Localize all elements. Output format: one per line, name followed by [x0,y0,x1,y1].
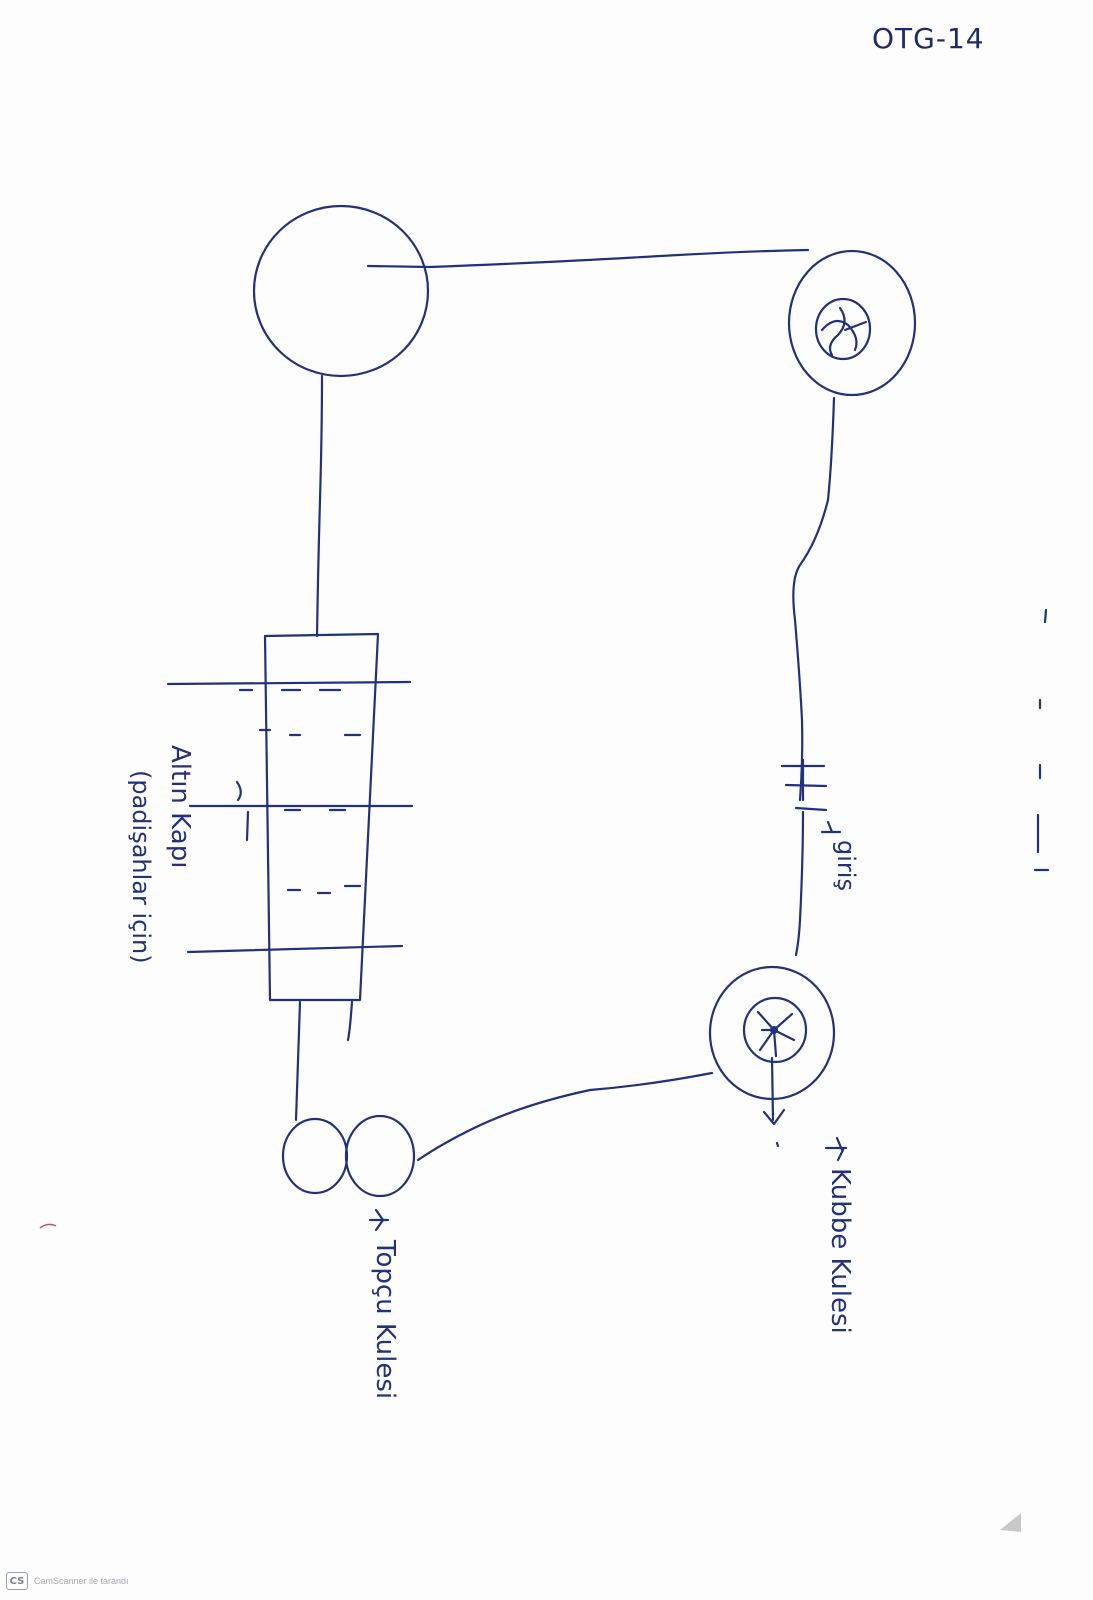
scanner-footer: CS CamScanner ile tarandı [6,1572,129,1590]
top-wall [366,248,810,269]
gate-dashes [238,688,362,895]
kubbe-arrow-icon [762,1056,786,1148]
right-wall-lower [794,810,805,957]
altin-kapi-label: Altın Kapı [165,745,195,869]
bottom-wall [416,1071,714,1162]
margin-marks [1033,608,1050,872]
rosette-icon [820,306,868,357]
scanner-text: CamScanner ile tarandı [34,1576,129,1586]
kubbe-spokes-icon [756,1010,796,1058]
page-code: OTG-14 [872,22,985,55]
giris-label: giriş [832,840,860,891]
entrance-marks [780,758,828,812]
camscanner-logo-icon: CS [6,1572,28,1590]
kubbe-kulesi-label: Kubbe Kulesi [825,1168,855,1334]
red-mark [39,1223,57,1229]
left-wall-upper [315,374,324,638]
giris-label-arrow [820,820,842,834]
tower-top-right-inner [814,297,872,361]
altin-kapi-gate [263,632,380,1002]
tower-top-right [787,249,917,397]
gate-bars [166,680,414,954]
topcu-kulesi-label: Topçu Kulesi [370,1240,400,1400]
gate-to-topcu-wall [294,1000,354,1122]
topcu-label-arrow [368,1208,390,1232]
topcu-kulesi-right [344,1114,416,1198]
kubbe-kulesi-inner [742,996,808,1064]
page-fold-corner [1000,1513,1021,1532]
kubbe-label-arrow [824,1136,848,1162]
altin-kapi-note: (padişahlar için) [127,770,155,964]
topcu-kulesi-left [281,1117,349,1195]
right-wall-upper [792,396,836,802]
round-tower-top-left [252,204,430,378]
gate-arrow-icon [235,780,250,842]
